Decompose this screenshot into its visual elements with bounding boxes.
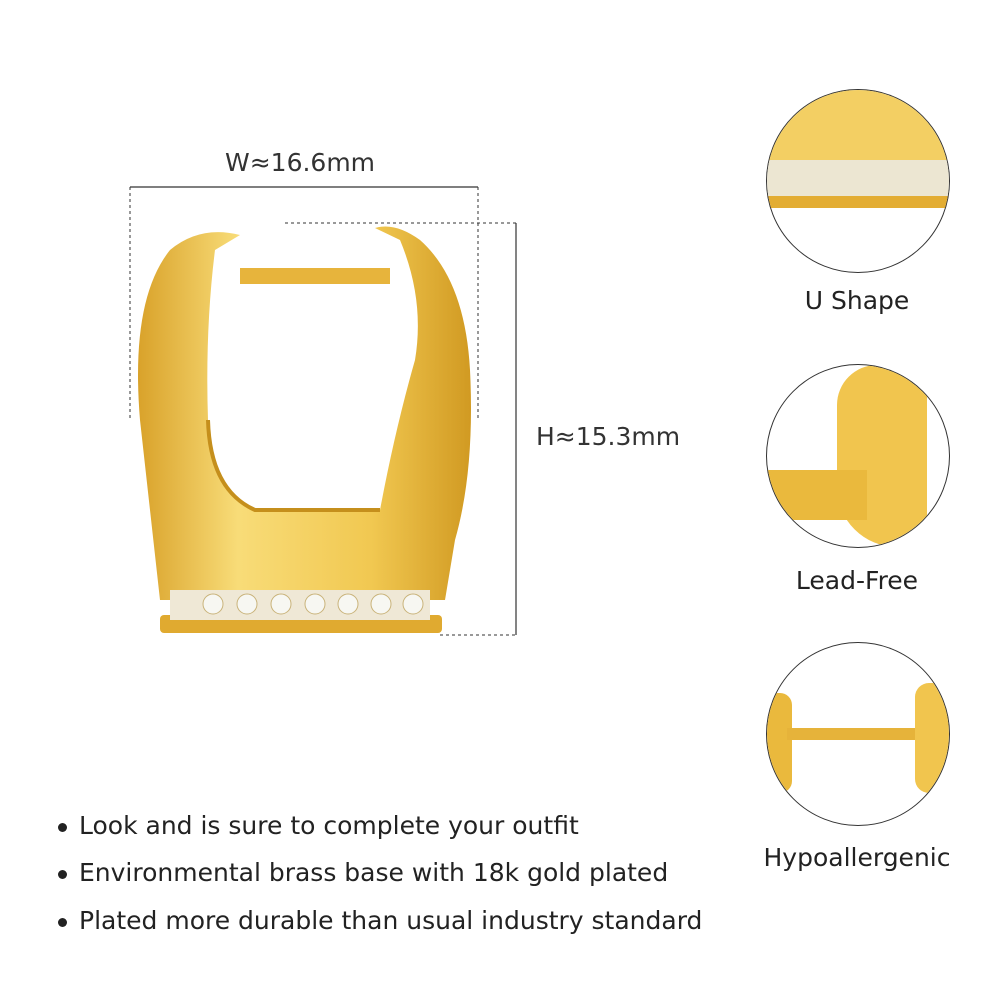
bullet-item: Plated more durable than usual industry … — [58, 906, 702, 935]
bullet-item: Environmental brass base with 18k gold p… — [58, 858, 668, 887]
lead-free-detail-image — [766, 364, 950, 548]
width-label: W≈16.6mm — [225, 148, 376, 177]
bullet-icon — [58, 869, 67, 879]
height-label: H≈15.3mm — [536, 422, 681, 451]
bullet-item: Look and is sure to complete your outfit — [58, 811, 579, 840]
bullet-icon — [58, 917, 67, 927]
feature-label-hypoallergenic: Hypoallergenic — [763, 843, 951, 872]
u-shape-detail-image — [766, 89, 950, 273]
feature-label-u-shape: U Shape — [804, 286, 910, 315]
bullet-icon — [58, 822, 67, 832]
feature-label-lead-free: Lead-Free — [795, 566, 919, 595]
hypoallergenic-detail-image — [766, 642, 950, 826]
